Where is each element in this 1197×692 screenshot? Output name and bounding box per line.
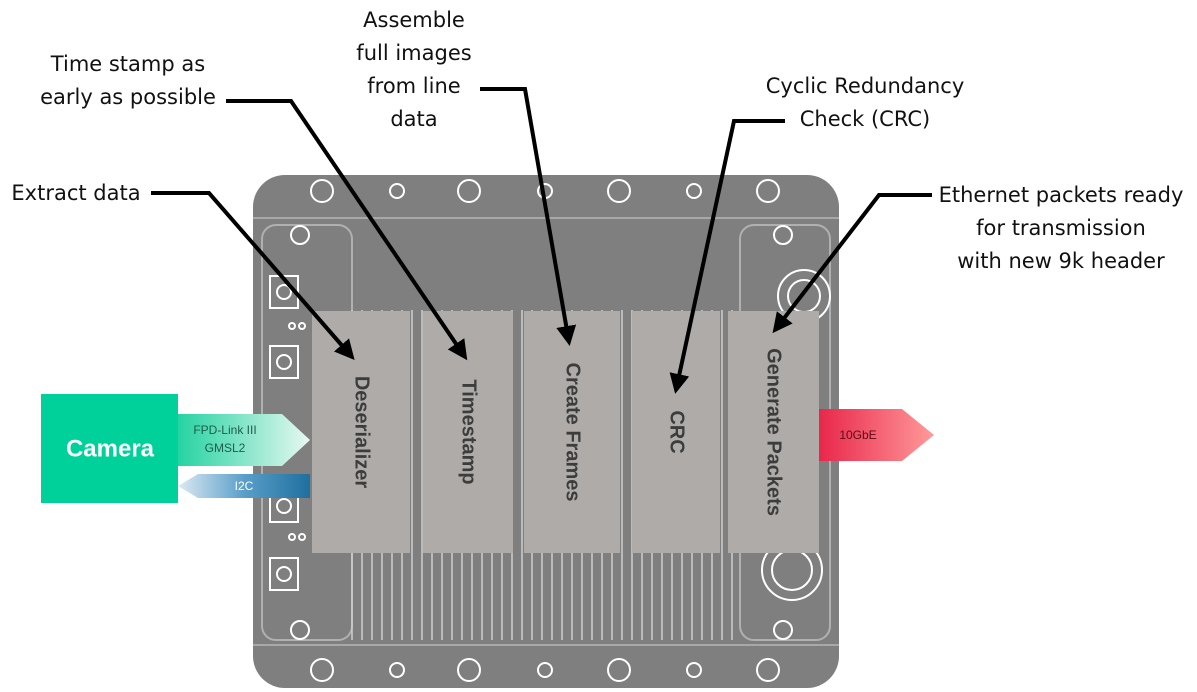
block-create-frames — [524, 311, 620, 553]
block-create-frames-label: Create Frames — [562, 363, 584, 502]
block-generate-packets-label: Generate Packets — [763, 348, 785, 516]
callout-arrow-crc — [669, 119, 785, 394]
i2c-label: I2C — [235, 479, 254, 493]
block-timestamp-label: Timestamp — [458, 379, 480, 484]
fpd-link-arrow — [178, 414, 310, 466]
callout-arrow-assemble — [480, 87, 577, 346]
gmsl-label: GMSL2 — [205, 441, 246, 455]
block-crc — [632, 311, 720, 553]
annotation-crc: Cyclic Redundancy Check (CRC) — [765, 74, 965, 131]
annotation-extract-data: Extract data — [11, 181, 141, 205]
annotation-assemble: Assemble full images from line data — [356, 8, 472, 131]
callout-arrow-ethernet — [772, 193, 932, 334]
camera-box — [41, 394, 178, 503]
output-group: 10GbE — [819, 409, 934, 461]
block-generate-packets — [728, 311, 819, 553]
10gbe-label: 10GbE — [839, 428, 876, 442]
callout-arrow-extract — [151, 191, 355, 361]
camera-group: Camera FPD-Link III GMSL2 I2C — [41, 394, 310, 503]
block-deserializer-label: Deserializer — [351, 376, 373, 489]
block-timestamp — [423, 311, 513, 553]
annotation-ethernet: Ethernet packets ready for transmission … — [938, 183, 1184, 273]
fpd-link-label: FPD-Link III — [193, 423, 256, 437]
block-crc-label: CRC — [666, 410, 688, 453]
processing-blocks: Deserializer Timestamp Create Frames CRC… — [312, 311, 819, 553]
10gbe-arrow — [819, 409, 934, 461]
callout-arrows — [151, 87, 932, 394]
i2c-arrow — [178, 474, 310, 498]
annotation-timestamp: Time stamp as early as possible — [40, 52, 216, 109]
camera-label: Camera — [66, 435, 155, 462]
callout-arrow-timestamp — [226, 99, 468, 361]
block-deserializer — [312, 311, 410, 553]
